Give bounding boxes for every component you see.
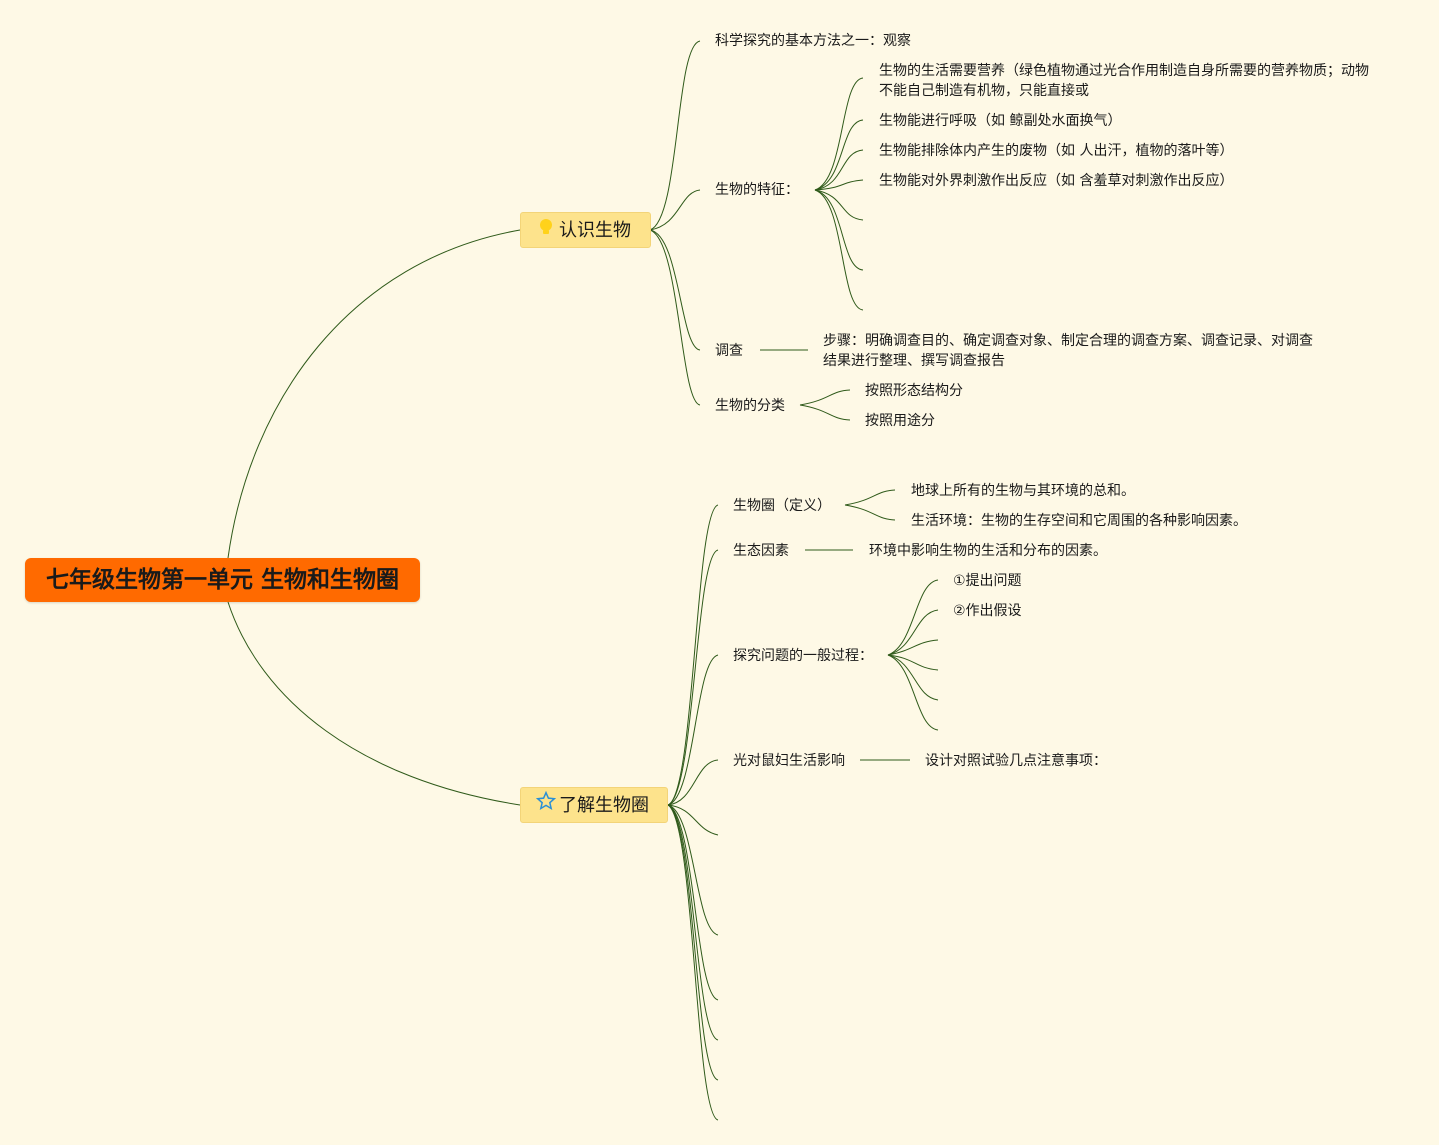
trait-response[interactable]: 生物能对外界刺激作出反应（如 含羞草对刺激作出反应） xyxy=(879,173,1234,189)
branch-label: 认识生物 xyxy=(559,220,631,241)
light-experiment-notes[interactable]: 设计对照试验几点注意事项： xyxy=(925,753,1107,769)
biosphere-environment[interactable]: 生活环境：生物的生存空间和它周围的各种影响因素。 xyxy=(911,513,1247,529)
link-b1-traits xyxy=(649,189,701,231)
branch-know-organisms[interactable]: 认识生物 xyxy=(520,212,651,248)
root-topic[interactable]: 七年级生物第一单元 生物和生物圈 xyxy=(25,558,420,602)
topic-biosphere[interactable]: 生物圈（定义） xyxy=(733,498,831,514)
link-b1-survey xyxy=(649,229,701,351)
link-root-branch1 xyxy=(227,229,521,559)
survey-steps[interactable]: 步骤：明确调查目的、确定调查对象、制定合理的调查方案、调查记录、对调查 xyxy=(823,333,1313,349)
trait-excretion[interactable]: 生物能排除体内产生的废物（如 人出汗，植物的落叶等） xyxy=(879,143,1234,159)
classify-use[interactable]: 按照用途分 xyxy=(865,413,935,429)
trait-nutrition[interactable]: 生物的生活需要营养（绿色植物通过光合作用制造自身所需要的营养物质；动物 xyxy=(879,63,1369,79)
topic-inquiry-process[interactable]: 探究问题的一般过程： xyxy=(733,648,873,664)
topic-traits[interactable]: 生物的特征： xyxy=(715,182,799,198)
eco-factors-definition[interactable]: 环境中影响生物的生活和分布的因素。 xyxy=(869,543,1107,559)
link-b1-classify xyxy=(649,229,701,406)
biosphere-definition[interactable]: 地球上所有的生物与其环境的总和。 xyxy=(911,483,1135,499)
topic-survey[interactable]: 调查 xyxy=(715,343,743,359)
topic-classify[interactable]: 生物的分类 xyxy=(715,398,785,414)
topic-light-experiment[interactable]: 光对鼠妇生活影响 xyxy=(733,753,845,769)
topic-eco-factors[interactable]: 生态因素 xyxy=(733,543,789,559)
branch-biosphere[interactable]: 了解生物圈 xyxy=(520,787,668,823)
classify-structure[interactable]: 按照形态结构分 xyxy=(865,383,963,399)
survey-steps-cont: 结果进行整理、撰写调查报告 xyxy=(823,353,1005,369)
branch-label: 了解生物圈 xyxy=(559,795,649,816)
link-root-branch2 xyxy=(227,601,521,806)
process-step-1[interactable]: ①提出问题 xyxy=(953,573,1022,589)
link-b1-observe xyxy=(649,40,701,231)
topic-observe[interactable]: 科学探究的基本方法之一：观察 xyxy=(715,33,911,49)
star-icon xyxy=(535,788,557,824)
process-step-2[interactable]: ②作出假设 xyxy=(953,603,1022,619)
trait-respiration[interactable]: 生物能进行呼吸（如 鲸副处水面换气） xyxy=(879,113,1122,129)
trait-nutrition-cont: 不能自己制造有机物，只能直接或 xyxy=(879,83,1089,99)
lightbulb-icon xyxy=(535,213,557,249)
